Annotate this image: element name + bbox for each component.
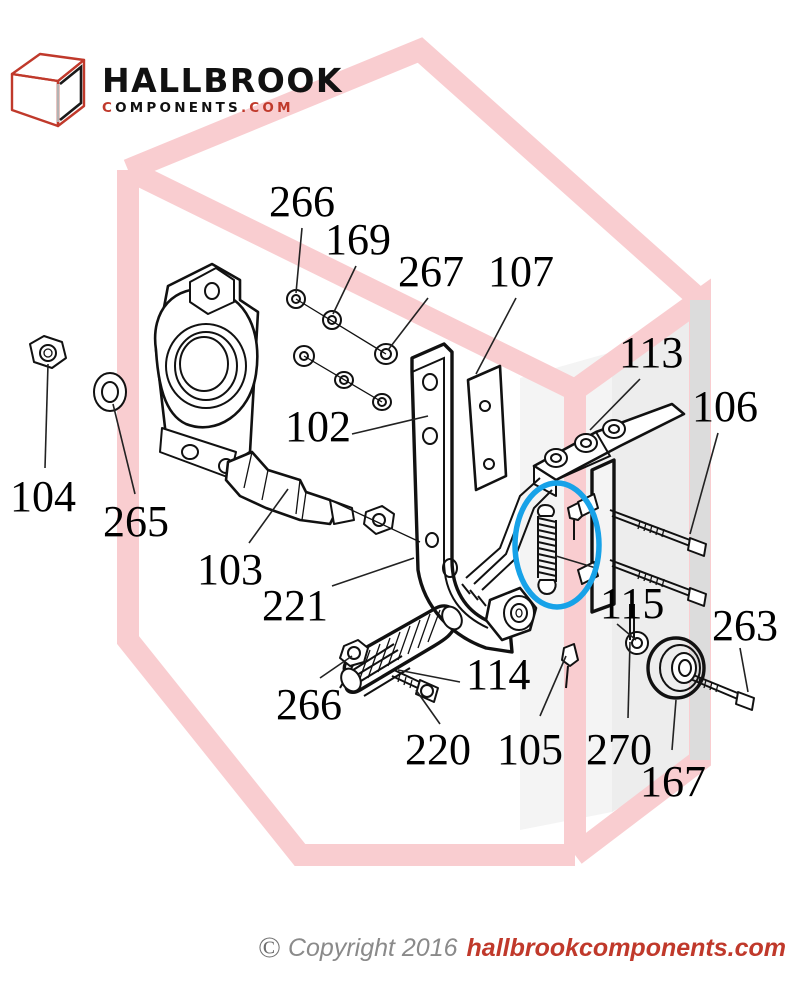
part-label-107[interactable]: 107: [488, 247, 554, 296]
part-hex-nut-104: [29, 335, 67, 369]
part-shaft-103: [224, 450, 355, 526]
part-label-220[interactable]: 220: [405, 725, 471, 774]
part-plate-107: [466, 364, 508, 492]
logo-sub-omponents: OMPONENTS: [115, 100, 241, 117]
logo-sub-c: C: [102, 100, 116, 117]
copyright-text: Copyright 2016: [287, 933, 458, 962]
part-label-113[interactable]: 113: [619, 328, 684, 377]
part-label-270[interactable]: 270: [586, 725, 652, 774]
part-label-105[interactable]: 105: [497, 725, 563, 774]
part-pedal-arm-221: [410, 342, 538, 654]
part-label-102[interactable]: 102: [285, 402, 351, 451]
part-label-169[interactable]: 169: [325, 215, 391, 264]
brand-logo: HALLBROOK COMPONENTS.COM: [8, 40, 341, 140]
leader-lines: [44, 227, 749, 751]
part-spring-107: [536, 504, 557, 595]
part-label-103[interactable]: 103: [197, 545, 263, 594]
part-label-106[interactable]: 106: [692, 382, 758, 431]
part-label-104[interactable]: 104: [10, 472, 76, 521]
part-label-265[interactable]: 265: [103, 497, 169, 546]
part-label-115[interactable]: 115: [600, 579, 665, 628]
logo-subtitle: COMPONENTS.COM: [102, 102, 343, 116]
part-label-167[interactable]: 167: [640, 757, 706, 806]
part-bracket-113: [532, 402, 686, 497]
part-screw-220: [391, 669, 439, 703]
part-bearing-housing-102: [153, 262, 260, 479]
copyright-icon: ©: [258, 931, 281, 964]
cube-logo-icon: [10, 52, 86, 128]
part-label-114[interactable]: 114: [466, 650, 531, 699]
part-bolt-106: [609, 509, 707, 557]
part-bolt-263a: [609, 559, 707, 607]
logo-title: HALLBROOK: [102, 61, 343, 101]
part-label-266-bottom[interactable]: 266: [276, 680, 342, 729]
part-label-267[interactable]: 267: [398, 247, 464, 296]
part-washer-115: [625, 631, 649, 655]
website-link[interactable]: hallbrookcomponents.com: [466, 933, 786, 962]
copyright-footer: © Copyright 2016 hallbrookcomponents.com: [0, 925, 800, 971]
logo-sub-com: COM: [249, 100, 294, 117]
logo-sub-dot: .: [240, 100, 250, 117]
part-clip-105: [561, 643, 579, 689]
part-label-266-top[interactable]: 266: [269, 177, 335, 226]
part-washer-265: [93, 372, 127, 412]
part-roller-bearing-167: [646, 636, 706, 700]
highlight-ellipse: [512, 480, 602, 610]
part-label-263[interactable]: 263: [712, 601, 778, 650]
part-label-221[interactable]: 221: [262, 581, 328, 630]
